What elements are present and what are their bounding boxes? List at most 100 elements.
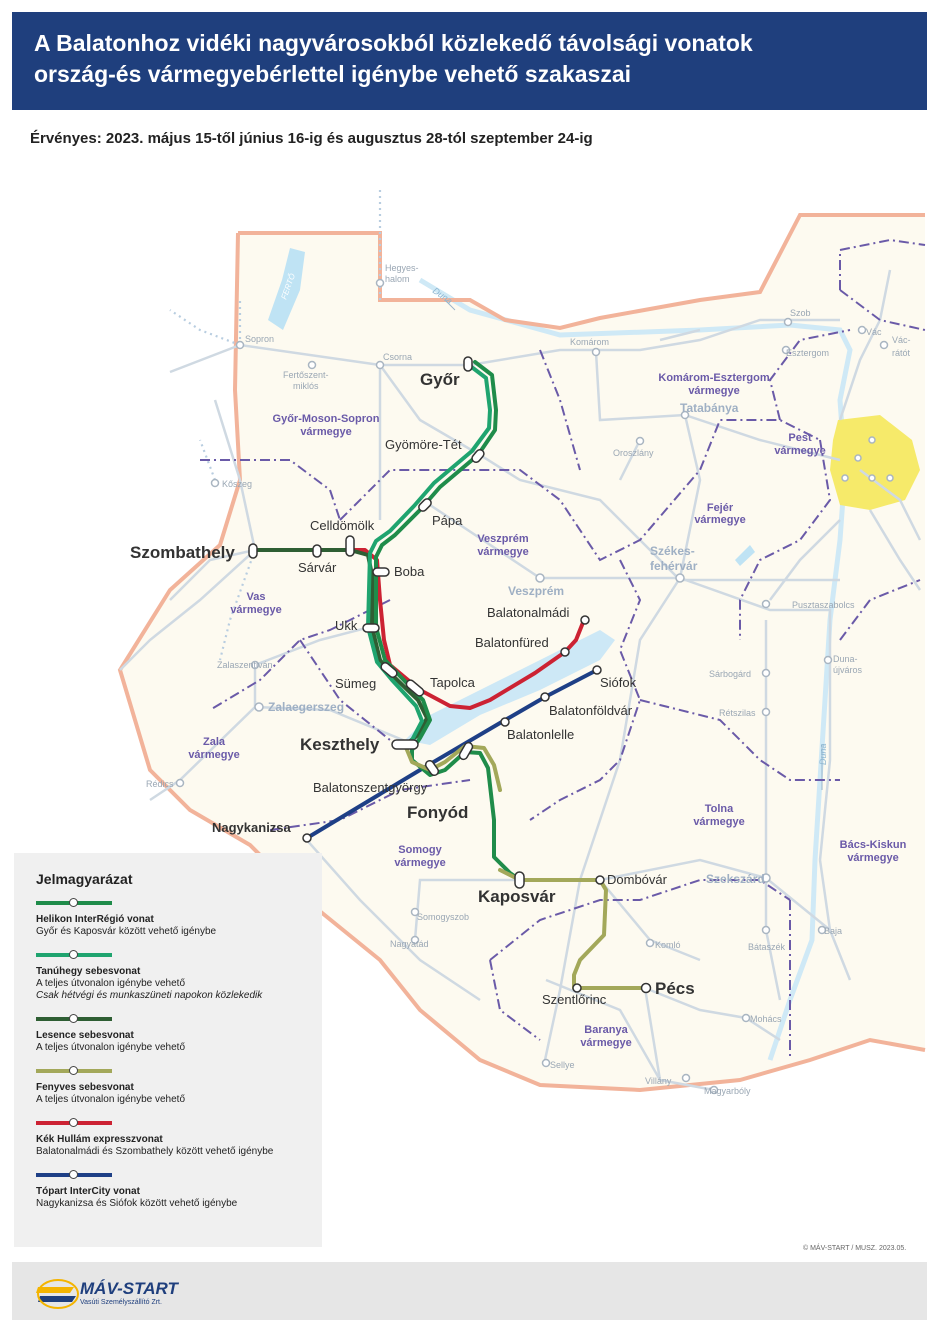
- svg-text:Veszprém: Veszprém: [508, 584, 564, 598]
- svg-text:Tatabánya: Tatabánya: [680, 401, 739, 415]
- svg-text:Oroszlány: Oroszlány: [613, 448, 654, 458]
- copyright-text: © MÁV-START / MUSZ. 2023.05.: [803, 1245, 907, 1252]
- route-lesence: [253, 548, 429, 747]
- station-markers: [248, 356, 652, 994]
- svg-text:Zala: Zala: [203, 736, 226, 748]
- label-szentlorinc: Szentlőrinc: [542, 992, 607, 1007]
- svg-text:Vas: Vas: [247, 591, 266, 603]
- svg-text:Szob: Szob: [790, 308, 811, 318]
- legend-swatch: [36, 950, 112, 959]
- svg-text:Sárbogárd: Sárbogárd: [709, 669, 751, 679]
- label-szombathely: Szombathely: [130, 543, 235, 562]
- legend-item-fenyves: Fenyves sebesvonat A teljes útvonalon ig…: [36, 1066, 300, 1121]
- label-keszthely: Keszthely: [300, 735, 380, 754]
- svg-text:vármegye: vármegye: [394, 857, 445, 869]
- svg-text:Somogy: Somogy: [398, 844, 442, 856]
- svg-text:vármegye: vármegye: [774, 445, 825, 457]
- label-ukk: Ukk: [335, 618, 358, 633]
- legend-name: Kék Hullám expresszvonat: [36, 1134, 163, 1145]
- gyor-marker: [463, 356, 473, 372]
- mav-start-logo-icon: [36, 1279, 79, 1309]
- dombovar-marker: [595, 875, 605, 885]
- svg-text:Hegyes-: Hegyes-: [385, 263, 419, 273]
- legend-item-tanuhegy: Tanúhegy sebesvonat A teljes útvonalon i…: [36, 950, 300, 1005]
- svg-text:Sopron: Sopron: [245, 334, 274, 344]
- svg-text:vármegye: vármegye: [693, 816, 744, 828]
- svg-text:Komárom-Esztergom: Komárom-Esztergom: [658, 372, 769, 384]
- legend-desc: A teljes útvonalon igénybe vehető: [36, 978, 185, 989]
- legend-item-helikon: Helikon InterRégió vonat Győr és Kaposvá…: [36, 898, 300, 953]
- svg-text:vármegye: vármegye: [688, 385, 739, 397]
- route-helikon: [374, 360, 522, 882]
- keszthely-marker: [391, 739, 419, 750]
- station-labels: Gyömöre-Tét Pápa Celldömölk Sárvár Boba …: [298, 437, 668, 1007]
- svg-text:vármegye: vármegye: [230, 604, 281, 616]
- legend-name: Tópart InterCity vonat: [36, 1186, 140, 1197]
- budapest-area: [830, 415, 920, 510]
- legend-desc: Győr és Kaposvár között vehető igénybe: [36, 926, 217, 937]
- svg-text:Magyarbóly: Magyarbóly: [704, 1086, 751, 1096]
- svg-text:miklós: miklós: [293, 381, 319, 391]
- legend-swatch: [36, 1170, 112, 1179]
- svg-text:Mohács: Mohács: [750, 1014, 782, 1024]
- legend-name: Helikon InterRégió vonat: [36, 914, 154, 925]
- balatonlelle-marker: [500, 717, 510, 727]
- svg-text:Fertőszent-: Fertőszent-: [283, 370, 329, 380]
- label-siofok: Siófok: [600, 675, 637, 690]
- svg-text:Fejér: Fejér: [707, 502, 734, 514]
- svg-text:fehérvár: fehérvár: [650, 559, 698, 573]
- siofok-marker: [592, 665, 602, 675]
- svg-text:vármegye: vármegye: [580, 1037, 631, 1049]
- papa-marker: [418, 498, 432, 512]
- svg-text:Bátaszék: Bátaszék: [748, 942, 786, 952]
- svg-text:Szekszárd: Szekszárd: [706, 872, 765, 886]
- balatonfured-marker: [560, 647, 570, 657]
- svg-text:Sellye: Sellye: [550, 1060, 575, 1070]
- legend-desc: A teljes útvonalon igénybe vehető: [36, 1094, 185, 1105]
- svg-text:Komárom: Komárom: [570, 337, 609, 347]
- legend-note: Csak hétvégi és munkaszüneti napokon köz…: [36, 990, 263, 1001]
- label-kaposvar: Kaposvár: [478, 887, 556, 906]
- label-gyor: Győr: [420, 370, 460, 389]
- legend-item-topart: Tópart InterCity vonat Nagykanizsa és Si…: [36, 1170, 300, 1225]
- fonyod-marker: [458, 741, 474, 761]
- legend-name: Tanúhegy sebesvonat: [36, 966, 141, 977]
- svg-text:Rétszilas: Rétszilas: [719, 708, 756, 718]
- svg-text:Duna-: Duna-: [833, 654, 858, 664]
- svg-text:Győr-Moson-Sopron: Győr-Moson-Sopron: [273, 413, 380, 425]
- label-balatonfoldvar: Balatonföldvár: [549, 703, 633, 718]
- logo-wordmark: MÁV-START: [80, 1279, 178, 1298]
- logo-subtitle: Vasúti Személyszállító Zrt.: [80, 1299, 162, 1306]
- label-balatonszentgyorgy: Balatonszentgyörgy: [313, 780, 428, 795]
- svg-text:Veszprém: Veszprém: [477, 533, 529, 545]
- svg-text:Komló: Komló: [655, 940, 681, 950]
- svg-text:Somogyszob: Somogyszob: [417, 912, 469, 922]
- svg-text:Bács-Kiskun: Bács-Kiskun: [840, 839, 907, 851]
- szombathely-marker: [248, 543, 258, 559]
- duna-label-lower: Duna: [818, 743, 828, 765]
- svg-text:Villány: Villány: [645, 1076, 672, 1086]
- boba-marker: [372, 567, 390, 577]
- svg-text:Rédics: Rédics: [146, 779, 174, 789]
- svg-text:újváros: újváros: [833, 665, 863, 675]
- legend-desc: Balatonalmádi és Szombathely között vehe…: [36, 1146, 274, 1157]
- svg-text:Zalaszentiván: Zalaszentiván: [217, 660, 273, 670]
- route-topart: [305, 668, 599, 840]
- bg-place-labels: Hegyes- halom Sopron Csorna Fertőszent- …: [146, 263, 911, 1096]
- legend-name: Lesence sebesvonat: [36, 1030, 134, 1041]
- label-pecs: Pécs: [655, 979, 695, 998]
- label-balatonlelle: Balatonlelle: [507, 727, 574, 742]
- ferto-lake: [268, 248, 305, 330]
- svg-text:Vác: Vác: [866, 327, 882, 337]
- svg-text:Tolna: Tolna: [705, 803, 734, 815]
- legend-desc: A teljes útvonalon igénybe vehető: [36, 1042, 185, 1053]
- legend-title: Jelmagyarázat: [36, 871, 133, 887]
- kaposvar-marker: [514, 871, 525, 889]
- label-papa: Pápa: [432, 513, 463, 528]
- svg-text:vármegye: vármegye: [300, 426, 351, 438]
- svg-text:Esztergom: Esztergom: [786, 348, 829, 358]
- danube-arrows: [444, 299, 823, 790]
- title-banner: A Balatonhoz vidéki nagyvárosokból közle…: [12, 12, 927, 110]
- label-fonyod: Fonyód: [407, 803, 468, 822]
